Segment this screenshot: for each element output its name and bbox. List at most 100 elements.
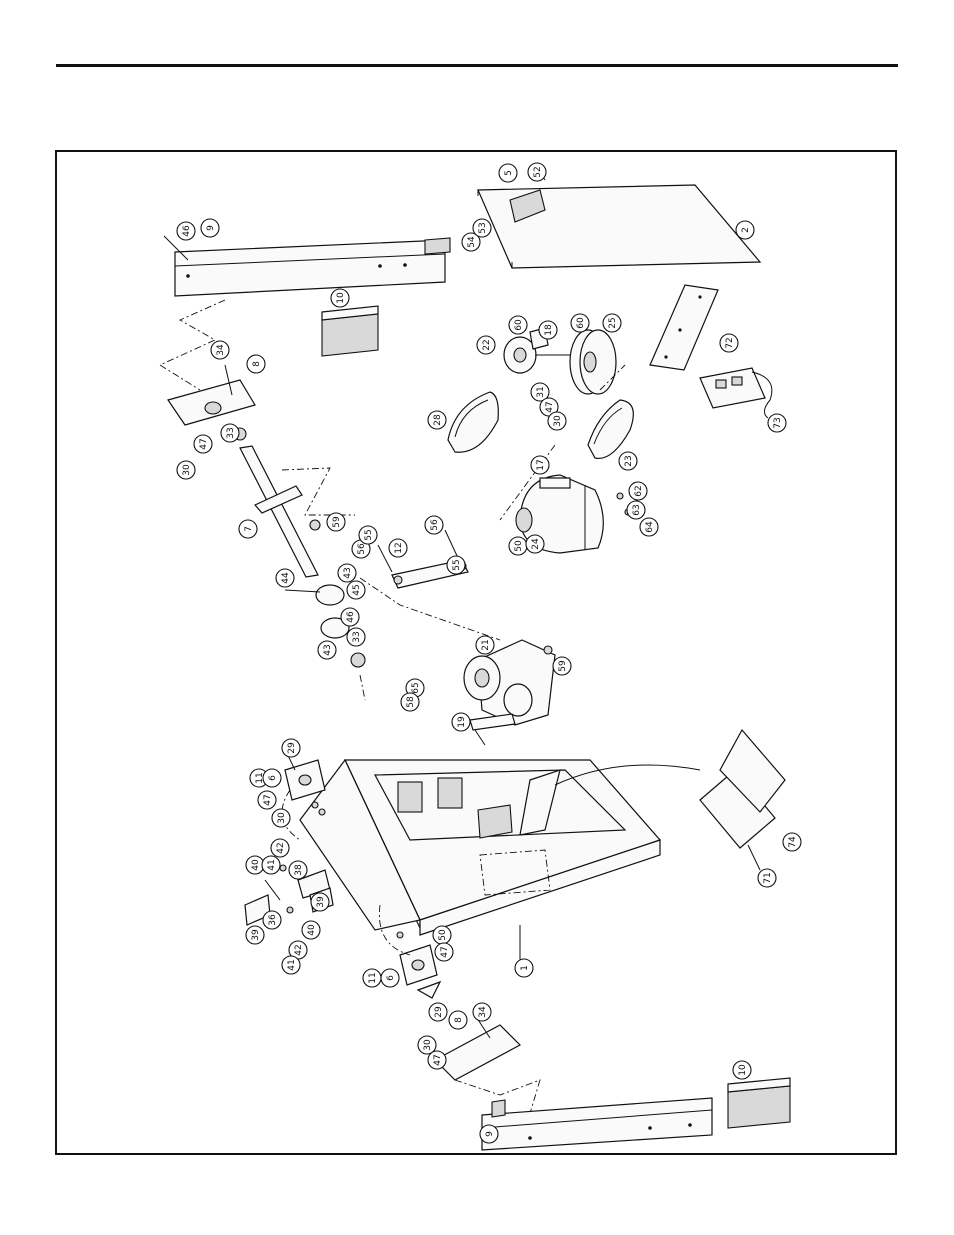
- callout-number: 42: [276, 842, 286, 853]
- callout-number: 47: [263, 794, 273, 805]
- callout-number: 56: [357, 543, 367, 555]
- callout-44: 44: [276, 569, 294, 587]
- callout-number: 44: [281, 572, 291, 584]
- callout-59: 59: [327, 513, 345, 531]
- callout-number: 30: [277, 812, 287, 824]
- callout-23: 23: [619, 452, 637, 470]
- callout-number: 50: [514, 540, 524, 552]
- callout-47: 47: [428, 1051, 446, 1069]
- cabinet-1: [300, 760, 700, 960]
- callout-number: 56: [430, 519, 440, 531]
- callout-62: 62: [629, 482, 647, 500]
- callout-number: 46: [346, 611, 356, 623]
- callout-7: 7: [239, 520, 257, 538]
- callout-number: 41: [267, 859, 277, 870]
- callout-22: 22: [477, 336, 495, 354]
- callout-number: 47: [199, 438, 209, 449]
- callout-55: 55: [447, 556, 465, 574]
- callout-number: 40: [251, 859, 261, 871]
- callout-number: 22: [482, 339, 492, 350]
- callout-number: 9: [206, 225, 216, 231]
- callout-number: 29: [287, 742, 297, 754]
- callout-number: 6: [268, 775, 278, 781]
- callout-30: 30: [177, 461, 195, 479]
- shaft-7: [240, 446, 355, 577]
- link-12: [360, 530, 500, 640]
- callout-number: 62: [634, 485, 644, 496]
- callout-34: 34: [211, 341, 229, 359]
- callout-59: 59: [553, 657, 571, 675]
- callout-number: 55: [364, 529, 374, 540]
- callout-number: 74: [788, 836, 798, 848]
- callout-number: 2: [741, 227, 751, 233]
- callout-number: 53: [478, 222, 488, 233]
- callout-41: 41: [262, 856, 280, 874]
- callout-25: 25: [603, 314, 621, 332]
- callout-18: 18: [539, 321, 557, 339]
- callout-number: 47: [440, 946, 450, 957]
- callout-47: 47: [435, 943, 453, 961]
- callout-number: 21: [481, 639, 491, 650]
- callout-30: 30: [548, 412, 566, 430]
- callout-39: 39: [311, 893, 329, 911]
- callout-number: 59: [558, 660, 568, 672]
- rail-bottom: [482, 1098, 712, 1150]
- callout-50: 50: [433, 926, 451, 944]
- callout-number: 39: [316, 896, 326, 908]
- callout-11: 11: [363, 969, 381, 987]
- callout-number: 34: [216, 344, 226, 356]
- foam-block-top: [322, 306, 378, 356]
- callout-33: 33: [221, 424, 239, 442]
- callout-number: 25: [608, 317, 618, 328]
- callout-number: 45: [352, 584, 362, 595]
- callout-30: 30: [272, 809, 290, 827]
- callout-29: 29: [282, 739, 300, 757]
- callout-number: 42: [294, 944, 304, 955]
- callout-number: 59: [332, 516, 342, 528]
- callout-number: 54: [467, 236, 477, 248]
- pads-71-74: [700, 730, 785, 870]
- callout-71: 71: [758, 869, 776, 887]
- callout-29: 29: [429, 1003, 447, 1021]
- callout-number: 39: [251, 929, 261, 941]
- callout-number: 10: [738, 1064, 748, 1076]
- callout-73: 73: [768, 414, 786, 432]
- callout-58: 58: [401, 693, 419, 711]
- callout-number: 72: [725, 337, 735, 348]
- callout-number: 47: [433, 1054, 443, 1065]
- callout-number: 36: [268, 914, 278, 926]
- callout-number: 31: [536, 386, 546, 397]
- callout-1: 1: [515, 959, 533, 977]
- callout-number: 17: [536, 459, 546, 470]
- callout-46: 46: [177, 222, 195, 240]
- callout-number: 46: [182, 225, 192, 237]
- callout-55: 55: [359, 526, 377, 544]
- callout-45: 45: [347, 581, 365, 599]
- callout-number: 43: [343, 567, 353, 578]
- callout-9: 9: [480, 1125, 498, 1143]
- callout-number: 63: [632, 504, 642, 515]
- callout-72: 72: [720, 334, 738, 352]
- callout-42: 42: [271, 839, 289, 857]
- callout-40: 40: [246, 856, 264, 874]
- callout-47: 47: [258, 791, 276, 809]
- callout-53: 53: [473, 219, 491, 237]
- callout-43: 43: [338, 564, 356, 582]
- callout-number: 40: [307, 924, 317, 936]
- callout-number: 30: [182, 464, 192, 476]
- callout-6: 6: [381, 969, 399, 987]
- plate-8-top: [168, 365, 255, 440]
- callout-19: 19: [452, 713, 470, 731]
- callout-2: 2: [736, 221, 754, 239]
- callout-43: 43: [318, 641, 336, 659]
- callout-8: 8: [449, 1011, 467, 1029]
- callout-number: 73: [773, 417, 783, 428]
- callout-number: 71: [763, 872, 773, 883]
- callout-12: 12: [389, 539, 407, 557]
- callout-34: 34: [473, 1003, 491, 1021]
- callout-number: 1: [520, 965, 530, 971]
- callout-number: 7: [244, 526, 254, 532]
- pulley-assembly: [504, 328, 625, 394]
- callout-number: 65: [411, 682, 421, 693]
